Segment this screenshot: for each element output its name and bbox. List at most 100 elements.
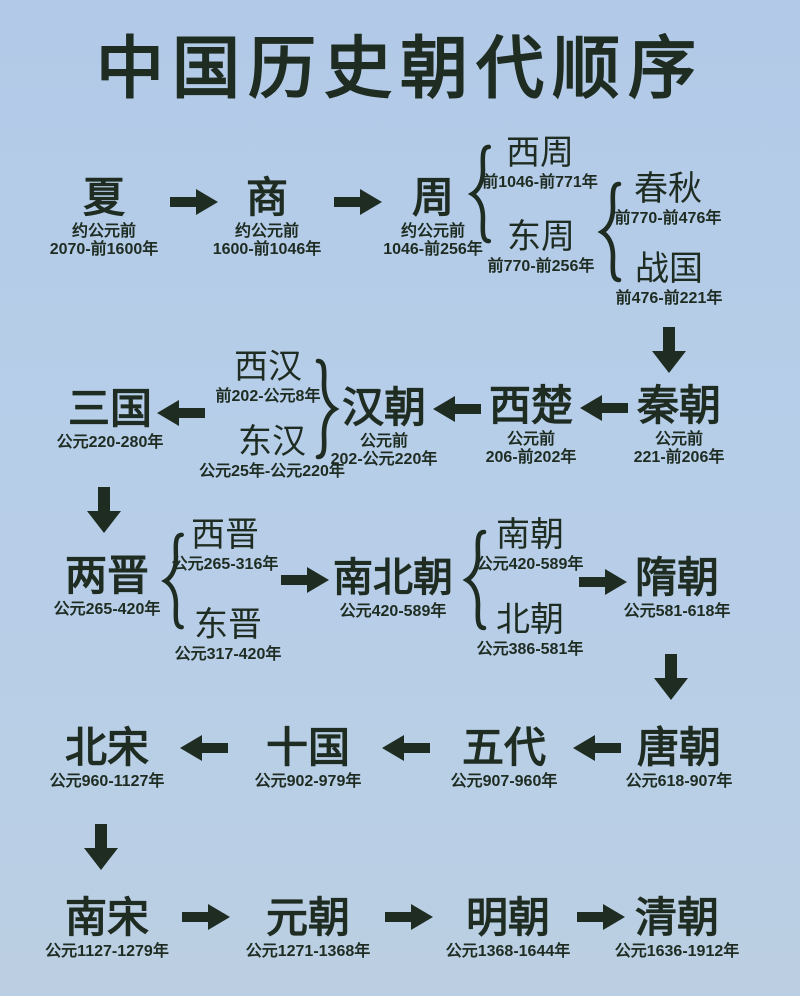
dynasty-date: 公元前 [654,430,704,448]
dynasty-date: 公元960-1127年 [49,772,165,790]
node-wudai: 五代 公元907-960年 [451,726,558,791]
dynasty-name: 唐朝 [636,724,722,771]
dynasty-date: 公元581-618年 [623,602,731,620]
node-donghan: 东汉 公元25年-公元220年 [199,424,345,481]
dynasty-date: 公元907-960年 [450,772,558,790]
arrow-left-icon [580,395,628,421]
node-zhanguo: 战国 前476-前221年 [615,250,723,308]
brace-right-icon [310,357,340,461]
dynasty-name: 西晋 [190,516,259,554]
brace-left-icon [597,180,627,284]
node-xijin: 西晋 公元265-316年 [171,516,279,574]
node-nansong: 南宋 公元1127-1279年 [45,896,169,961]
dynasty-name: 三国 [67,385,153,432]
arrow-right-icon [579,569,627,595]
arrow-right-icon [385,904,433,930]
dynasty-name: 西汉 [234,348,302,386]
dynasty-date: 1046-前256年 [383,240,483,258]
node-yuan: 元朝 公元1271-1368年 [246,896,371,961]
dynasty-name: 西楚 [488,382,574,429]
dynasty-date: 公元1271-1368年 [245,942,371,960]
dynasty-name: 西周 [506,134,574,172]
node-nanbeichao: 南北朝 公元420-589年 [333,556,453,621]
node-ming: 明朝 公元1368-1644年 [446,896,571,961]
dynasty-date: 公元902-979年 [254,772,362,790]
dynasty-name: 北宋 [64,724,149,771]
dynasty-date: 公元265-420年 [53,600,161,618]
dynasty-name: 商 [245,174,288,221]
node-sanguo: 三国 公元220-280年 [57,387,164,452]
arrow-left-icon [157,400,205,426]
node-xia: 夏 约公元前 2070-前1600年 [50,176,159,258]
arrow-left-icon [573,735,621,761]
dynasty-name: 东晋 [193,606,262,644]
arrow-right-icon [281,567,329,593]
dynasty-name: 隋朝 [634,554,720,601]
node-zhou: 周 约公元前 1046-前256年 [383,176,483,258]
dynasty-date: 前770-前256年 [487,258,595,276]
dynasty-date: 约公元前 [71,222,136,240]
dynasty-date: 公元1127-1279年 [45,942,169,960]
dynasty-name: 五代 [461,724,547,771]
dynasty-date: 公元前 [506,430,556,448]
dynasty-date: 公元618-907年 [625,772,733,790]
dynasty-date: 221-前206年 [633,448,725,466]
dynasty-name: 秦朝 [636,382,722,429]
arrow-right-icon [334,189,382,215]
dynasty-date: 公元1368-1644年 [445,942,571,960]
dynasty-date: 206-前202年 [485,448,577,466]
dynasty-date: 公元317-420年 [174,646,282,664]
dynasty-name: 两晋 [64,552,150,599]
node-qing: 清朝 公元1636-1912年 [615,896,740,961]
dynasty-date: 前1046-前771年 [482,174,598,192]
node-chunqiu: 春秋 前770-前476年 [614,170,722,228]
node-beichao: 北朝 公元386-581年 [476,602,584,659]
arrow-left-icon [382,735,430,761]
dynasty-date: 公元420-589年 [476,556,584,574]
dynasty-date: 公元265-316年 [171,556,279,574]
dynasty-date: 公元220-280年 [56,433,164,451]
dynasty-date: 公元420-589年 [339,602,447,620]
arrow-down-icon [84,824,118,870]
dynasty-name: 春秋 [633,170,702,208]
node-qin: 秦朝 公元前 221-前206年 [634,384,725,466]
dynasty-date: 公元前 [359,432,409,450]
dynasty-name: 南朝 [495,516,564,554]
arrow-left-icon [180,735,228,761]
node-shiguo: 十国 公元902-979年 [255,726,362,791]
dynasty-name: 元朝 [265,894,350,941]
dynasty-date: 2070-前1600年 [49,240,159,258]
arrow-right-icon [182,904,230,930]
node-han: 汉朝 公元前 202-公元220年 [331,386,438,468]
dynasty-name: 东周 [506,218,575,256]
dynasty-date: 前202-公元8年 [215,388,321,406]
dynasty-name: 清朝 [634,894,719,941]
dynasty-date: 公元25年-公元220年 [199,463,345,481]
dynasty-name: 十国 [265,724,351,771]
node-sui: 隋朝 公元581-618年 [624,556,731,621]
dynasty-name: 明朝 [465,894,550,941]
dynasty-date: 约公元前 [234,222,299,240]
dynasty-name: 战国 [634,250,703,288]
page-title: 中国历史朝代顺序 [95,31,705,107]
dynasty-date: 前476-前221年 [615,290,723,308]
arrow-left-icon [433,396,481,422]
brace-left-icon [160,531,190,631]
node-nanchao: 南朝 公元420-589年 [476,516,584,574]
dynasty-date: 公元386-581年 [476,641,584,659]
node-dongzhou: 东周 前770-前256年 [487,218,595,276]
dynasty-name: 夏 [82,174,125,221]
arrow-right-icon [170,189,218,215]
brace-left-icon [467,143,497,245]
node-beisong: 北宋 公元960-1127年 [50,726,165,791]
node-dongjin: 东晋 公元317-420年 [174,606,282,664]
dynasty-date: 202-公元220年 [330,450,438,468]
dynasty-name: 南宋 [64,894,150,941]
dynasty-date: 前770-前476年 [614,210,722,228]
dynasty-name: 南北朝 [333,556,453,600]
node-tang: 唐朝 公元618-907年 [626,726,733,791]
dynasty-name: 汉朝 [341,384,427,431]
node-liangjin: 两晋 公元265-420年 [54,554,161,619]
arrow-down-icon [654,654,688,700]
